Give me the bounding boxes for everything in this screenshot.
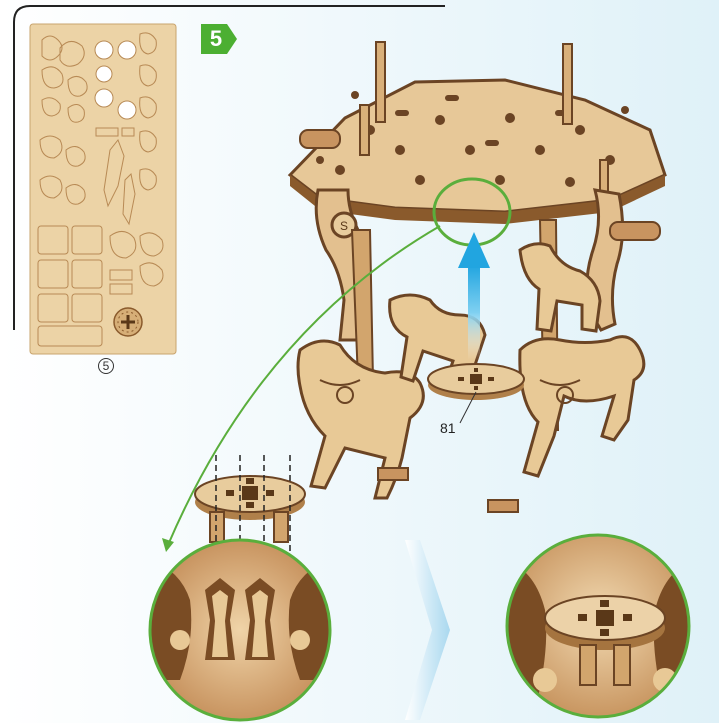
part-number-label: 81: [440, 420, 456, 436]
zoom-detail-before: [150, 540, 330, 720]
parts-sheet: [30, 24, 176, 354]
step-badge: 5: [201, 24, 237, 54]
step-number: 5: [201, 24, 231, 54]
svg-text:S: S: [340, 219, 348, 233]
parts-sheet-label: 5: [96, 356, 116, 376]
